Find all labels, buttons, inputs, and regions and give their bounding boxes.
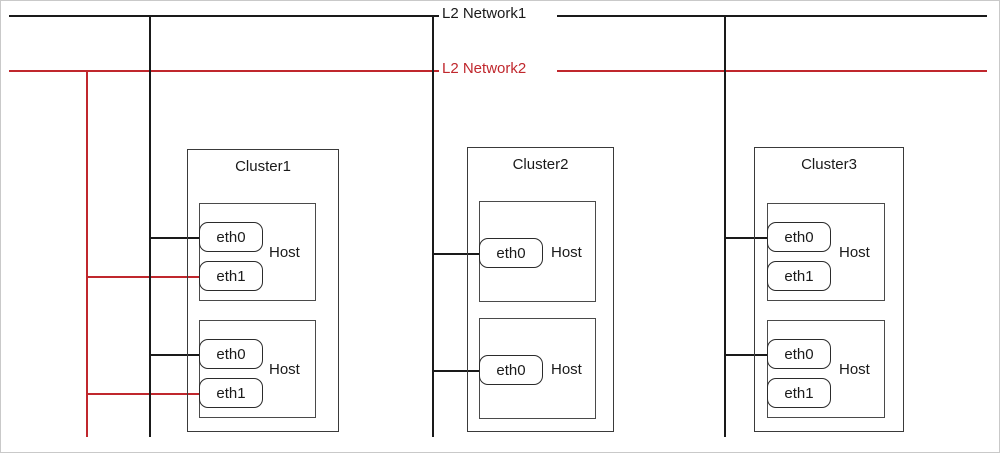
host-label-cluster2-host2: Host bbox=[551, 361, 582, 378]
network2-branch-cluster1-host1-eth1 bbox=[86, 276, 211, 278]
l2-network1-bus-right bbox=[557, 15, 987, 17]
l2-network1-bus-left bbox=[9, 15, 439, 17]
network1-trunk-cluster1 bbox=[149, 15, 151, 437]
cluster-box-cluster1[interactable]: Cluster1 bbox=[187, 149, 339, 432]
nic-cluster3-host2-eth1[interactable]: eth1 bbox=[767, 378, 831, 408]
l2-network2-label: L2 Network2 bbox=[439, 61, 530, 77]
l2-network2-bus-left bbox=[9, 70, 439, 72]
network2-branch-cluster1-host2-eth1 bbox=[86, 393, 211, 395]
host-box-cluster1-host2[interactable] bbox=[199, 320, 316, 418]
cluster-title-cluster3: Cluster3 bbox=[801, 156, 857, 173]
network1-trunk-cluster3 bbox=[724, 15, 726, 437]
network1-branch-cluster3-host2-eth0 bbox=[724, 354, 779, 356]
nic-cluster3-host1-eth1[interactable]: eth1 bbox=[767, 261, 831, 291]
cluster-box-cluster2[interactable]: Cluster2 bbox=[467, 147, 614, 432]
host-box-cluster1-host1[interactable] bbox=[199, 203, 316, 301]
nic-cluster1-host2-eth0[interactable]: eth0 bbox=[199, 339, 263, 369]
network2-trunk-cluster1 bbox=[86, 70, 88, 437]
network1-trunk-cluster2 bbox=[432, 15, 434, 437]
host-box-cluster3-host1[interactable] bbox=[767, 203, 885, 301]
nic-cluster3-host1-eth0[interactable]: eth0 bbox=[767, 222, 831, 252]
network1-branch-cluster2-host2-eth0 bbox=[432, 370, 492, 372]
host-box-cluster3-host2[interactable] bbox=[767, 320, 885, 418]
nic-cluster2-host1-eth0[interactable]: eth0 bbox=[479, 238, 543, 268]
network1-branch-cluster1-host2-eth0 bbox=[149, 354, 211, 356]
nic-cluster1-host1-eth0[interactable]: eth0 bbox=[199, 222, 263, 252]
nic-cluster3-host2-eth0[interactable]: eth0 bbox=[767, 339, 831, 369]
host-label-cluster3-host1: Host bbox=[839, 244, 870, 261]
nic-cluster1-host2-eth1[interactable]: eth1 bbox=[199, 378, 263, 408]
nic-cluster1-host1-eth1[interactable]: eth1 bbox=[199, 261, 263, 291]
network1-branch-cluster1-host1-eth0 bbox=[149, 237, 211, 239]
cluster-title-cluster1: Cluster1 bbox=[235, 158, 291, 175]
host-label-cluster3-host2: Host bbox=[839, 361, 870, 378]
nic-cluster2-host2-eth0[interactable]: eth0 bbox=[479, 355, 543, 385]
host-label-cluster1-host1: Host bbox=[269, 244, 300, 261]
cluster-title-cluster2: Cluster2 bbox=[512, 156, 569, 173]
host-label-cluster1-host2: Host bbox=[269, 361, 300, 378]
l2-network1-label: L2 Network1 bbox=[439, 6, 530, 22]
network1-branch-cluster2-host1-eth0 bbox=[432, 253, 492, 255]
network1-branch-cluster3-host1-eth0 bbox=[724, 237, 779, 239]
host-label-cluster2-host1: Host bbox=[551, 244, 582, 261]
l2-network2-bus-right bbox=[557, 70, 987, 72]
cluster-box-cluster3[interactable]: Cluster3 bbox=[754, 147, 904, 432]
